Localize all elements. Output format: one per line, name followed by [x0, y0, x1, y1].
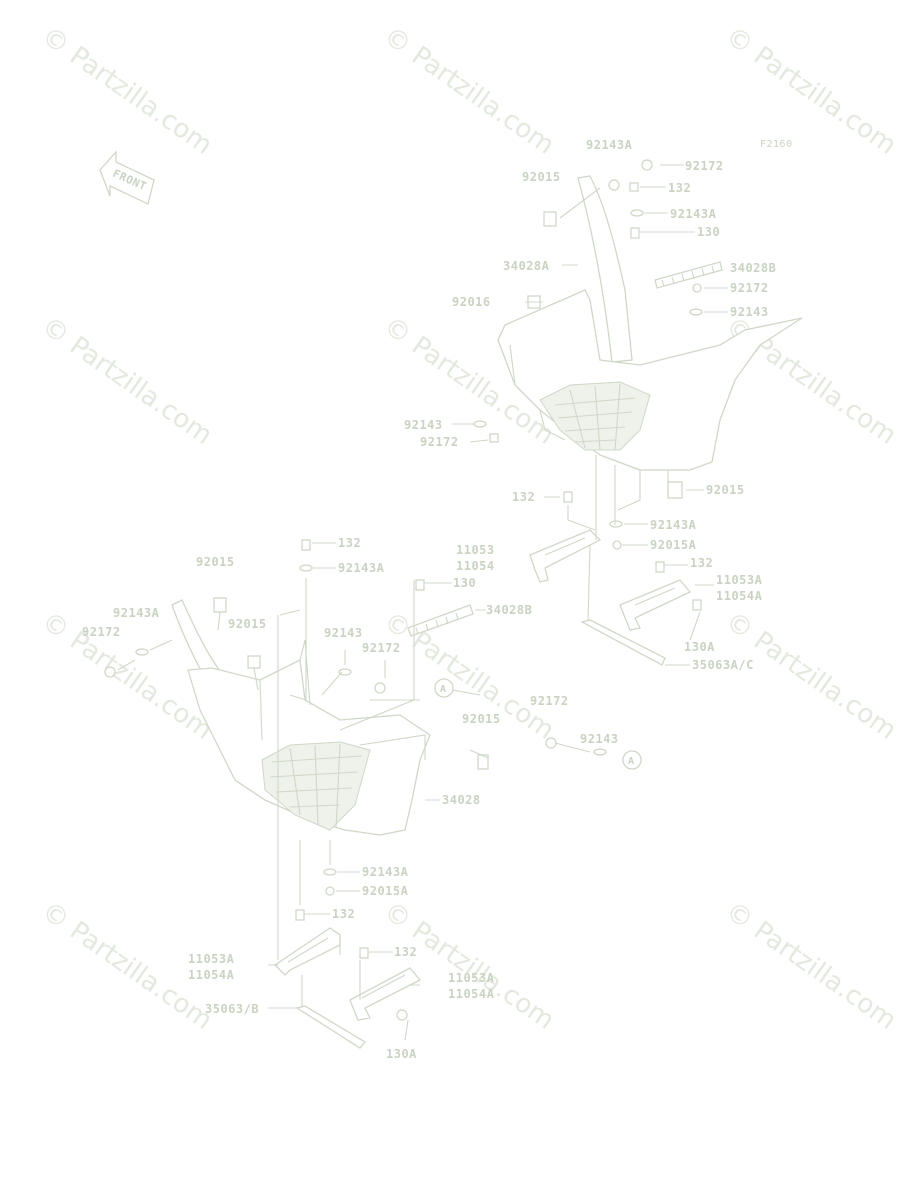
part-label: 34028A — [503, 259, 550, 273]
ref-marker-a — [434, 678, 454, 698]
left-fender-assembly: A A — [104, 539, 642, 1049]
part-label: 130 — [453, 576, 476, 590]
part-label: 34028B — [730, 261, 776, 275]
part-label: 92015 — [196, 555, 235, 569]
part-labels: 92143A 92172 92015 132 92143A 130 34028A… — [82, 138, 776, 1061]
part-label: 92015 — [522, 170, 561, 184]
part-label: 92015 — [706, 483, 745, 497]
part-label: 92143 — [580, 732, 619, 746]
part-label: 92015 — [228, 617, 267, 631]
part-label: 11053 — [456, 543, 495, 557]
part-label: 92143A — [670, 207, 717, 221]
watermarks: © Partzilla.com © Partzilla.com © Partzi… — [36, 21, 902, 1036]
part-label: 11053A — [716, 573, 763, 587]
right-fender-assembly — [452, 159, 803, 666]
front-arrow-icon: FRONT — [99, 150, 155, 205]
part-label: 130 — [697, 225, 720, 239]
part-label: 11054A — [716, 589, 763, 603]
part-label: 35063/B — [205, 1002, 259, 1016]
watermark: © Partzilla.com — [720, 606, 902, 746]
part-label: 92172 — [730, 281, 769, 295]
part-label: 132 — [512, 490, 535, 504]
part-label: 92015A — [650, 538, 697, 552]
ref-marker-a — [622, 750, 642, 770]
part-label: 11053A — [448, 971, 495, 985]
part-label: 92143A — [338, 561, 385, 575]
part-label: 132 — [690, 556, 713, 570]
part-label: 132 — [668, 181, 691, 195]
part-label: 92172 — [530, 694, 569, 708]
part-label: 35063A/C — [692, 658, 754, 672]
part-label: 92172 — [685, 159, 724, 173]
part-label: 11053A — [188, 952, 235, 966]
watermark: © Partzilla.com — [378, 21, 560, 161]
part-label: 92172 — [82, 625, 121, 639]
part-label: 92143A — [113, 606, 160, 620]
part-label: 92172 — [362, 641, 401, 655]
part-label: 130A — [386, 1047, 417, 1061]
watermark: © Partzilla.com — [720, 896, 902, 1036]
watermark: © Partzilla.com — [720, 21, 902, 161]
part-label: 92143A — [362, 865, 409, 879]
diagram-code: F2160 — [760, 139, 793, 150]
part-label: 11054A — [448, 987, 495, 1001]
watermark: © Partzilla.com — [36, 21, 218, 161]
part-label: 132 — [338, 536, 361, 550]
part-label: 92015 — [462, 712, 501, 726]
part-label: 92172 — [420, 435, 459, 449]
watermark: © Partzilla.com — [36, 311, 218, 451]
part-label: 11054A — [188, 968, 235, 982]
part-label: 92143A — [586, 138, 633, 152]
part-label: 34028B — [486, 603, 532, 617]
part-label: 92016 — [452, 295, 491, 309]
part-label: 92143 — [404, 418, 443, 432]
ref-marker-a-label: A — [628, 756, 635, 767]
ref-marker-a-label: A — [440, 684, 447, 695]
part-label: 11054 — [456, 559, 495, 573]
part-label: 132 — [394, 945, 417, 959]
part-label: 34028 — [442, 793, 481, 807]
part-label: 92015A — [362, 884, 409, 898]
part-label: 130A — [684, 640, 715, 654]
part-label: 92143 — [730, 305, 769, 319]
part-label: 92143A — [650, 518, 697, 532]
part-label: 132 — [332, 907, 355, 921]
part-label: 92143 — [324, 626, 363, 640]
